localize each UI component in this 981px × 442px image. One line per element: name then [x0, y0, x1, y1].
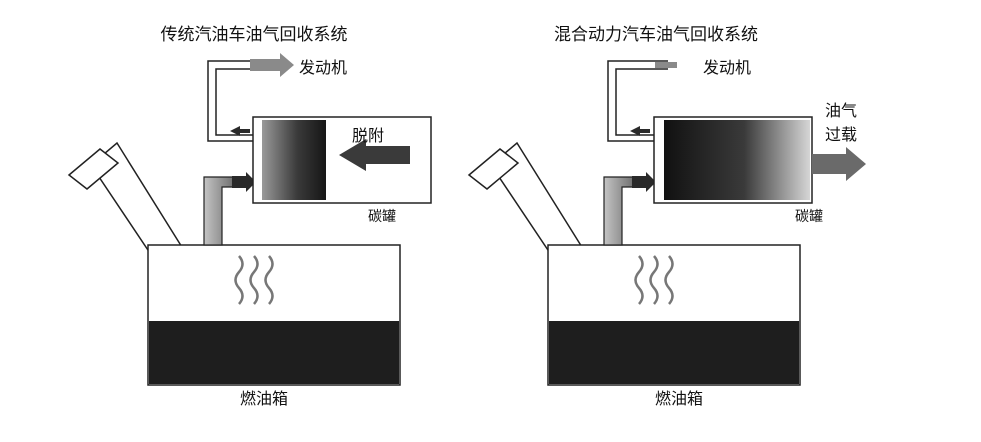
right-vapor-icon	[634, 255, 674, 305]
left-engine-label: 发动机	[299, 58, 347, 77]
left-outflow-arrow	[230, 126, 250, 136]
left-fuel-tank	[147, 244, 401, 386]
right-carbon-bed	[664, 120, 810, 200]
right-engine-stub	[655, 62, 677, 68]
right-overload-arrow	[812, 147, 866, 181]
right-fuel-tank	[547, 244, 801, 386]
right-engine-line	[607, 60, 677, 142]
left-title: 传统汽油车油气回收系统	[161, 25, 348, 45]
left-inflow-arrow	[232, 172, 256, 192]
left-fuel-level	[149, 321, 399, 384]
right-outflow-arrow	[630, 126, 650, 136]
left-carbon-bed	[262, 120, 326, 200]
right-system: 混合动力汽车油气回收系统 发动机	[467, 25, 866, 408]
right-overload-label-2: 过载	[825, 125, 857, 144]
left-desorb-label: 脱附	[352, 126, 384, 145]
right-title: 混合动力汽车油气回收系统	[554, 25, 758, 45]
right-engine-label: 发动机	[703, 58, 751, 77]
right-fuel-level	[549, 321, 799, 384]
left-engine-line	[207, 53, 294, 142]
left-desorb-arrow	[339, 139, 410, 171]
right-overload-label-1: 油气	[825, 101, 857, 120]
right-tank-label: 燃油箱	[655, 389, 703, 408]
left-canister	[252, 116, 432, 204]
right-canister	[653, 116, 866, 204]
left-system: 传统汽油车油气回收系统 发动机	[67, 25, 432, 408]
right-canister-label: 碳罐	[795, 209, 823, 225]
left-vapor-icon	[234, 255, 274, 305]
left-tank-label: 燃油箱	[240, 389, 288, 408]
right-tank-pipe	[603, 172, 656, 246]
right-inflow-arrow	[632, 172, 656, 192]
left-engine-arrow	[250, 53, 294, 77]
left-filler-neck	[67, 141, 192, 279]
left-canister-label: 碳罐	[368, 209, 396, 225]
left-tank-pipe	[203, 172, 256, 246]
